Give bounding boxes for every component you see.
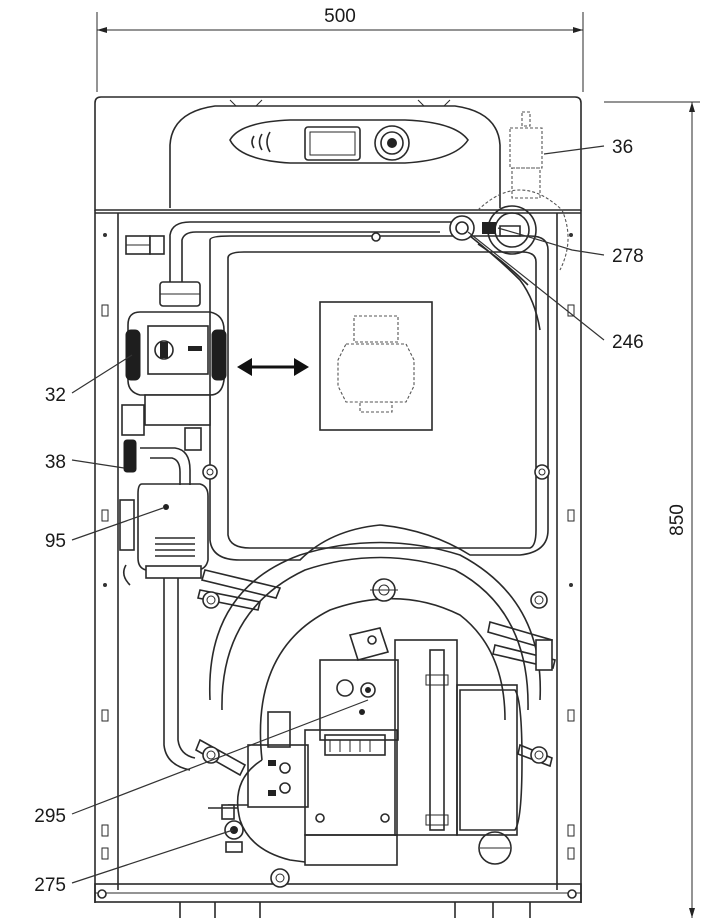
oil-pump-and-control-box [119,404,209,586]
move-arrow-icon [237,358,309,376]
callout-95: 95 [45,531,66,552]
control-panel [169,99,501,208]
callout-275: 275 [34,875,66,896]
height-dimension: 850 [604,101,700,918]
burner-housing [208,541,542,761]
callout-36: 36 [612,137,633,158]
heat-exchanger [202,232,550,561]
pump-inset [319,301,433,431]
callout-278: 278 [612,246,644,267]
callout-295: 295 [34,806,66,827]
pipework [125,221,440,771]
circulating-pump [125,281,227,426]
control-panel-display [304,126,361,161]
flue-sensor-assembly [440,189,569,331]
callout-246: 246 [612,332,644,353]
callout-38: 38 [45,452,66,473]
control-knob-icon [374,125,410,161]
height-dimension-label: 850 [667,504,688,536]
drain-valve [208,804,244,853]
width-dimension: 500 [96,6,584,92]
callout-labels: 36 278 246 32 38 95 295 275 [34,137,643,896]
width-dimension-label: 500 [324,6,356,27]
callout-32: 32 [45,385,66,406]
boiler-casing [94,96,582,918]
leader-lines [71,145,605,884]
flue-outlet [509,111,543,199]
mounting-brackets [194,569,556,888]
burner-assembly [228,627,523,866]
